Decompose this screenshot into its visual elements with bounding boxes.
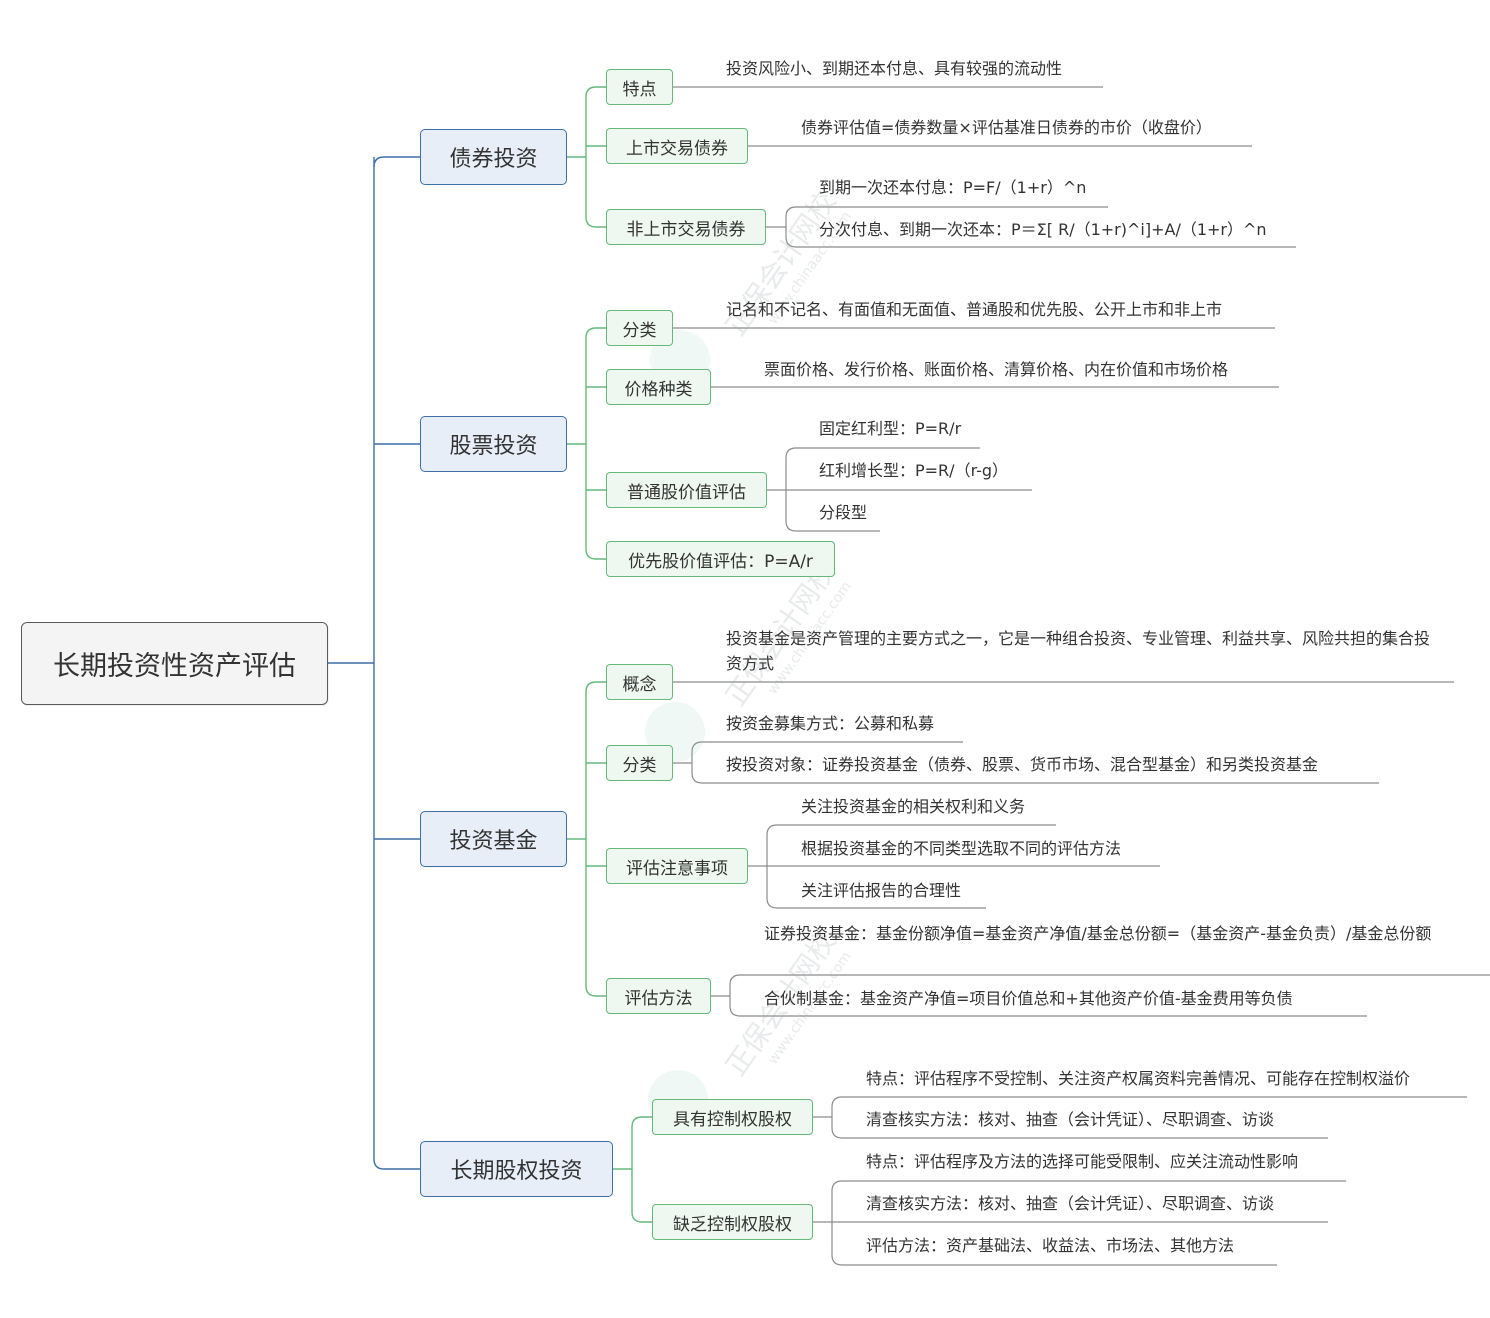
subtopic-non-controlling-equity[interactable]: 缺乏控制权股权: [652, 1204, 813, 1240]
leaf-common-stock-3: 分段型: [819, 503, 868, 522]
leaf-common-stock-1: 固定红利型：P=R/r: [819, 419, 962, 438]
subtopic-common-stock-valuation[interactable]: 普通股价值评估: [606, 472, 767, 508]
subtopic-unlisted-bonds[interactable]: 非上市交易债券: [606, 209, 766, 245]
subtopic-bond-features[interactable]: 特点: [606, 69, 673, 105]
leaf-listed-bonds: 债券评估值=债券数量×评估基准日债券的市价（收盘价）: [801, 118, 1212, 137]
leaf-stock-price-types: 票面价格、发行价格、账面价格、清算价格、内在价值和市场价格: [764, 360, 1229, 379]
leaf-unlisted-bonds-1: 到期一次还本付息：P=F/（1+r）^n: [819, 178, 1087, 197]
leaf-common-stock-2: 红利增长型：P=R/（r-g）: [819, 461, 1009, 480]
subtopic-fund-concept[interactable]: 概念: [606, 664, 673, 700]
leaf-controlling-equity-1: 特点：评估程序不受控制、关注资产权属资料完善情况、可能存在控制权溢价: [866, 1069, 1411, 1088]
leaf-fund-classification-2: 按投资对象：证券投资基金（债券、股票、货币市场、混合型基金）和另类投资基金: [726, 755, 1319, 774]
leaf-fund-classification-1: 按资金募集方式：公募和私募: [726, 714, 935, 733]
leaf-bond-features: 投资风险小、到期还本付息、具有较强的流动性: [726, 59, 1063, 78]
subtopic-controlling-equity[interactable]: 具有控制权股权: [652, 1099, 813, 1135]
leaf-non-controlling-equity-3: 评估方法：资产基础法、收益法、市场法、其他方法: [866, 1236, 1235, 1255]
topic-investment-fund[interactable]: 投资基金: [420, 811, 567, 867]
subtopic-fund-notes[interactable]: 评估注意事项: [606, 848, 748, 884]
subtopic-fund-classification[interactable]: 分类: [606, 745, 673, 781]
leaf-fund-methods-1: 证券投资基金：基金份额净值=基金资产净值/基金总份额=（基金资产-基金负责）/基…: [764, 924, 1432, 943]
leaf-fund-methods-2: 合伙制基金：基金资产净值=项目价值总和+其他资产价值-基金费用等负债: [764, 989, 1293, 1008]
leaf-fund-concept: 投资基金是资产管理的主要方式之一，它是一种组合投资、专业管理、利益共享、风险共担…: [726, 629, 1431, 673]
subtopic-stock-classification[interactable]: 分类: [606, 310, 673, 346]
topic-stock-investment[interactable]: 股票投资: [420, 416, 567, 472]
leaf-fund-notes-1: 关注投资基金的相关权利和义务: [801, 797, 1026, 816]
topic-long-term-equity[interactable]: 长期股权投资: [420, 1141, 613, 1197]
leaf-non-controlling-equity-2: 清查核实方法：核对、抽查（会计凭证）、尽职调查、访谈: [866, 1194, 1275, 1213]
leaf-fund-notes-2: 根据投资基金的不同类型选取不同的评估方法: [801, 839, 1122, 858]
subtopic-preferred-stock-valuation[interactable]: 优先股价值评估：P=A/r: [606, 541, 835, 577]
leaf-fund-notes-3: 关注评估报告的合理性: [801, 881, 962, 900]
subtopic-stock-price-types[interactable]: 价格种类: [606, 369, 711, 405]
subtopic-listed-bonds[interactable]: 上市交易债券: [606, 128, 748, 164]
leaf-unlisted-bonds-2: 分次付息、到期一次还本：P＝Σ[ R/（1+r)^i]+A/（1+r）^n: [819, 220, 1267, 239]
subtopic-fund-methods[interactable]: 评估方法: [606, 978, 711, 1014]
leaf-stock-classification: 记名和不记名、有面值和无面值、普通股和优先股、公开上市和非上市: [726, 300, 1223, 319]
leaf-controlling-equity-2: 清查核实方法：核对、抽查（会计凭证）、尽职调查、访谈: [866, 1110, 1275, 1129]
topic-bond-investment[interactable]: 债券投资: [420, 129, 567, 185]
leaf-non-controlling-equity-1: 特点：评估程序及方法的选择可能受限制、应关注流动性影响: [866, 1152, 1299, 1171]
root-topic[interactable]: 长期投资性资产评估: [21, 622, 328, 705]
